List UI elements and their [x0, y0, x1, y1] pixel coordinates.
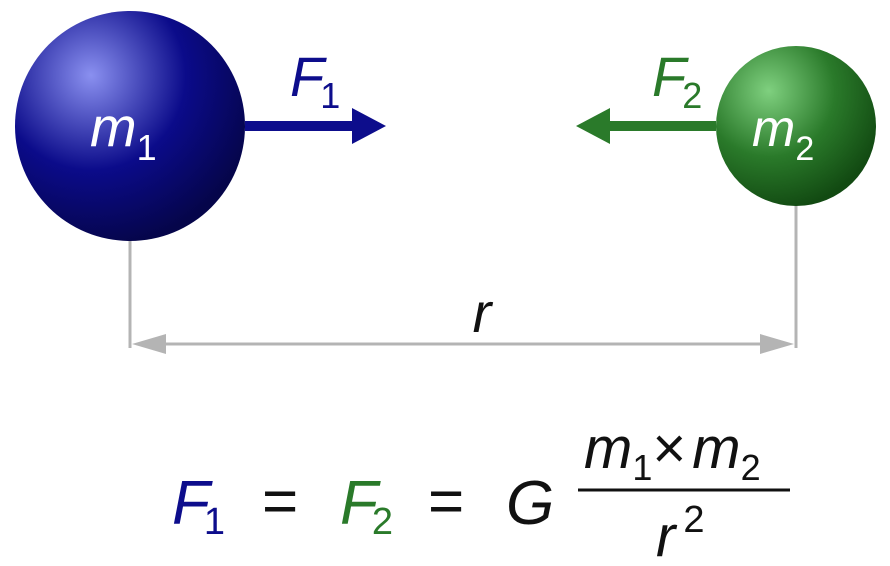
- body-2-sphere: [716, 46, 876, 206]
- body-2-subscript: 2: [795, 130, 814, 168]
- force-2-label: F2: [652, 45, 702, 116]
- body-1-sphere: [15, 11, 245, 241]
- force-2-symbol: F: [652, 45, 689, 108]
- force-1-symbol: F: [290, 45, 327, 108]
- body-1-subscript: 1: [137, 127, 157, 168]
- distance-label: r: [473, 281, 494, 344]
- force-2-subscript: 2: [682, 75, 702, 116]
- distance-arrowhead-right: [760, 334, 794, 354]
- body-2-label: m2: [752, 100, 814, 168]
- body-1-label: m1: [90, 95, 157, 168]
- body-1-symbol: m: [90, 95, 137, 158]
- distance-arrowhead-left: [132, 334, 166, 354]
- equation-f1: F1: [172, 469, 225, 543]
- force-2-arrowhead: [576, 108, 610, 144]
- body-2-symbol: m: [752, 100, 795, 158]
- equation-numerator: m1×m2: [584, 416, 761, 488]
- equation-f2: F2: [340, 469, 393, 543]
- force-1-label: F1: [290, 45, 340, 116]
- force-1-arrowhead: [352, 108, 386, 144]
- force-1-subscript: 1: [320, 75, 340, 116]
- equation-equals-1: =: [262, 467, 298, 536]
- equation-constant-g: G: [506, 469, 554, 538]
- equation-equals-2: =: [428, 467, 464, 536]
